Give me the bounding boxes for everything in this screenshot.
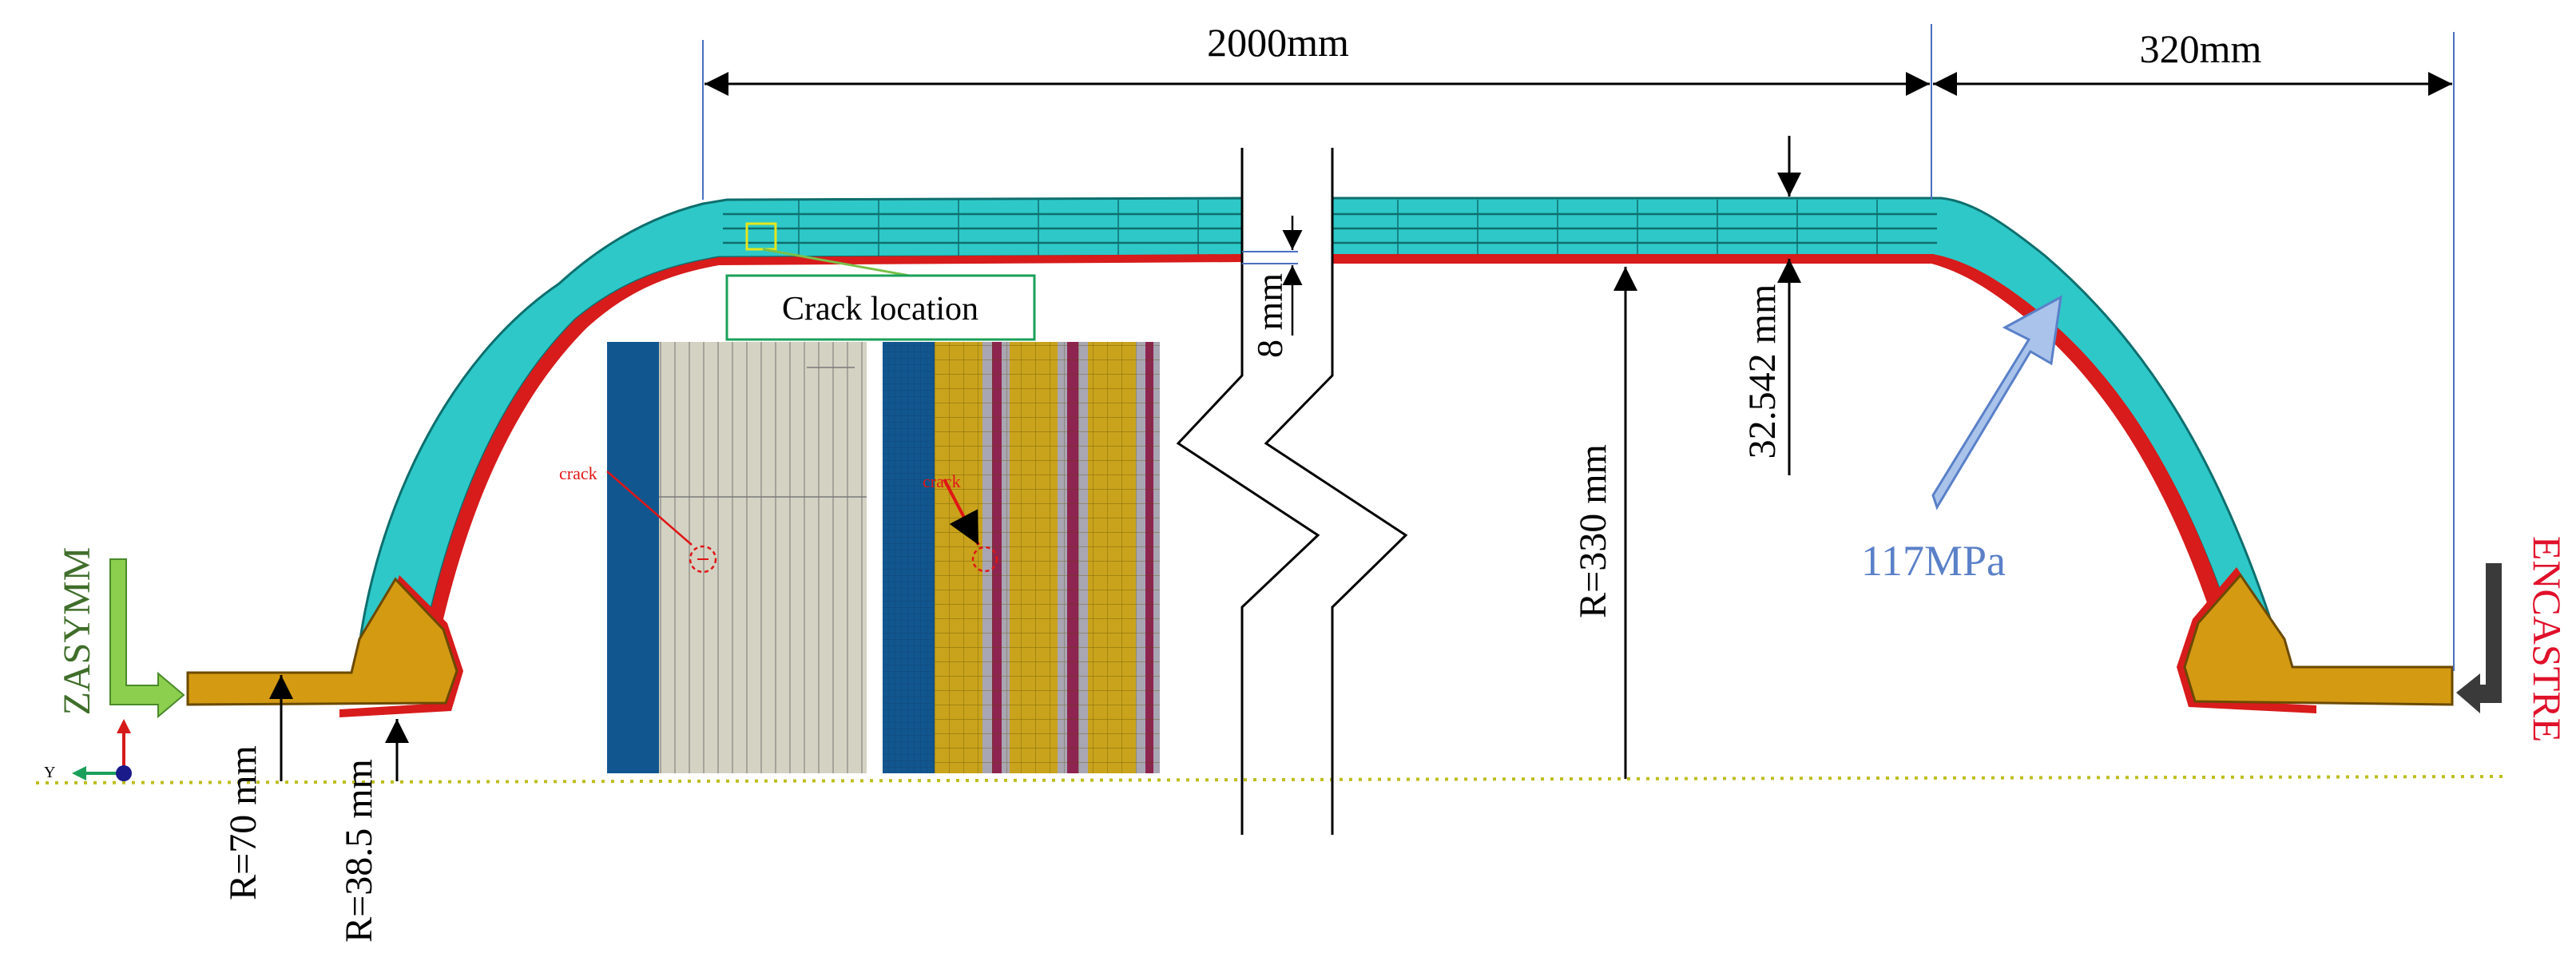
- dimension-8-label: 8 mm: [1249, 273, 1290, 358]
- crack-location-label: Crack location: [782, 291, 978, 328]
- dimension-320-label: 320mm: [2140, 26, 2262, 71]
- crack-label-right: crack: [923, 471, 961, 491]
- dimension-32542-label: 32.542 mm: [1741, 284, 1784, 459]
- liner-layer: [339, 254, 2316, 717]
- coordinate-triad: Y: [44, 719, 132, 781]
- dimension-320: 320mm: [1933, 26, 2455, 671]
- encastre-label: ENCASTRE: [2525, 536, 2570, 742]
- dimension-r70: R=70 mm: [222, 675, 293, 900]
- dimension-32542: 32.542 mm: [1741, 136, 1801, 475]
- pressure-label: 117MPa: [1861, 537, 2006, 585]
- dimension-2000: 2000mm: [702, 20, 1932, 200]
- dimension-2000-label: 2000mm: [1207, 20, 1349, 65]
- dimension-8: 8 mm: [1242, 216, 1303, 358]
- zasymm-label: ZASYMM: [56, 547, 98, 716]
- dimension-r330-label: R=330 mm: [1572, 444, 1614, 618]
- inset-right: crack: [883, 342, 1160, 773]
- crack-circle-left: [689, 545, 717, 574]
- crack-location-callout: Crack location: [725, 222, 1036, 341]
- crack-label-left: crack: [559, 463, 597, 483]
- axis-y-label: Y: [44, 764, 55, 781]
- dimension-r70-label: R=70 mm: [222, 745, 264, 900]
- origin-dot: [116, 765, 132, 781]
- dimension-r38-label: R=38.5 mm: [338, 759, 380, 943]
- right-boss: [2183, 573, 2454, 706]
- zasymm-bc: ZASYMM: [56, 547, 185, 719]
- pressure-arrow: 117MPa: [1861, 295, 2062, 585]
- crack-circle-right: [971, 546, 998, 573]
- dimension-r38: R=38.5 mm: [338, 719, 409, 943]
- encastre-bc: ENCASTRE: [2456, 536, 2570, 742]
- dimension-r330: R=330 mm: [1572, 267, 1637, 779]
- break-lines: [1176, 148, 1408, 835]
- inset-left: crack: [559, 342, 867, 773]
- left-boss: [186, 577, 458, 706]
- crack-marker-box: [745, 222, 777, 251]
- crack-location-box: [725, 274, 1036, 341]
